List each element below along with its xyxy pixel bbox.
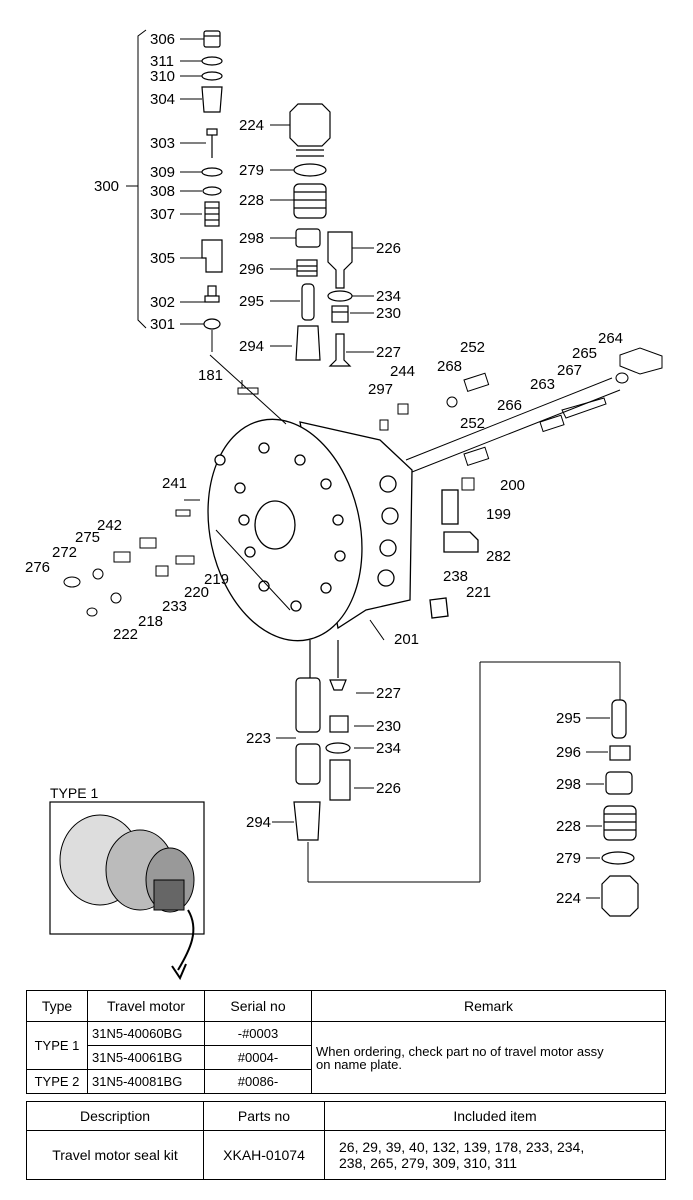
callout-224-right: 224 — [556, 890, 581, 907]
callout-230-bottom: 230 — [376, 718, 401, 735]
callout-252-lower: 252 — [460, 415, 485, 432]
callout-268: 268 — [437, 358, 462, 375]
serial-no-cell: #0004- — [204, 1045, 312, 1070]
callout-221: 221 — [466, 584, 491, 601]
callout-181: 181 — [198, 367, 223, 384]
seal-kit-table: Description Parts no Included item Trave… — [26, 1101, 666, 1180]
type-table: Type Travel motor Serial no Remark TYPE … — [26, 990, 666, 1094]
included-item-header: Included item — [324, 1101, 666, 1131]
callout-302: 302 — [150, 294, 175, 311]
type1-caption: TYPE 1 — [50, 785, 98, 801]
callout-275: 275 — [75, 529, 100, 546]
included-item-cell: 26, 29, 39, 40, 132, 139, 178, 233, 234,… — [324, 1130, 666, 1180]
remark-header: Remark — [311, 990, 666, 1022]
serial-no-cell: -#0003 — [204, 1021, 312, 1046]
callout-224-top: 224 — [239, 117, 264, 134]
callout-282: 282 — [486, 548, 511, 565]
callout-296-top: 296 — [239, 261, 264, 278]
callout-228-top: 228 — [239, 192, 264, 209]
callout-311: 311 — [150, 53, 174, 70]
callout-252-upper: 252 — [460, 339, 485, 356]
callout-234-top: 234 — [376, 288, 401, 305]
callout-233: 233 — [162, 598, 187, 615]
callout-219: 219 — [204, 571, 229, 588]
callout-263: 263 — [530, 376, 555, 393]
callout-234-bottom: 234 — [376, 740, 401, 757]
callout-227-top: 227 — [376, 344, 401, 361]
exploded-parts-diagram: 306 311 310 304 303 309 308 307 305 302 … — [25, 29, 663, 981]
callout-218: 218 — [138, 613, 163, 630]
callout-300: 300 — [94, 178, 119, 195]
serial-no-header: Serial no — [204, 990, 312, 1022]
included-item-line: 238, 265, 279, 309, 310, 311 — [339, 1155, 518, 1171]
callout-272: 272 — [52, 544, 77, 561]
travel-motor-cell: 31N5-40061BG — [87, 1045, 205, 1070]
callout-298-top: 298 — [239, 230, 264, 247]
callout-242: 242 — [97, 517, 122, 534]
callout-220: 220 — [184, 584, 209, 601]
callout-295-right: 295 — [556, 710, 581, 727]
callout-241: 241 — [162, 475, 187, 492]
callout-267: 267 — [557, 362, 582, 379]
callout-279-top: 279 — [239, 162, 264, 179]
included-item-line: 26, 29, 39, 40, 132, 139, 178, 233, 234, — [339, 1139, 585, 1155]
callout-304: 304 — [150, 91, 175, 108]
callout-226-bottom: 226 — [376, 780, 401, 797]
callout-266: 266 — [497, 397, 522, 414]
callout-306: 306 — [150, 31, 175, 48]
callout-309: 309 — [150, 164, 175, 181]
type1-motor-picture — [59, 814, 195, 981]
remark-cell: When ordering, check part no of travel m… — [311, 1021, 666, 1094]
callout-305: 305 — [150, 250, 175, 267]
travel-motor-header: Travel motor — [87, 990, 205, 1022]
callout-276: 276 — [25, 559, 50, 576]
callout-294-bottom: 294 — [246, 814, 271, 831]
callout-310: 310 — [150, 68, 175, 85]
callout-298-right: 298 — [556, 776, 581, 793]
callout-244: 244 — [390, 363, 415, 380]
callout-303: 303 — [150, 135, 175, 152]
callout-200: 200 — [500, 477, 525, 494]
callout-264: 264 — [598, 330, 623, 347]
parts-no-cell: XKAH-01074 — [203, 1130, 325, 1180]
description-cell: Travel motor seal kit — [26, 1130, 204, 1180]
callout-307: 307 — [150, 206, 175, 223]
callout-222: 222 — [113, 626, 138, 643]
callout-223: 223 — [246, 730, 271, 747]
type-header: Type — [26, 990, 88, 1022]
callout-301: 301 — [150, 316, 175, 333]
callout-279-right: 279 — [556, 850, 581, 867]
callout-226-top: 226 — [376, 240, 401, 257]
callout-297: 297 — [368, 381, 393, 398]
callout-230-top: 230 — [376, 305, 401, 322]
callout-295-top: 295 — [239, 293, 264, 310]
type-cell: TYPE 2 — [26, 1069, 88, 1094]
type-cell: TYPE 1 — [26, 1021, 88, 1070]
description-header: Description — [26, 1101, 204, 1131]
remark-line: When ordering, check part no of travel m… — [316, 1043, 604, 1059]
travel-motor-cell: 31N5-40060BG — [87, 1021, 205, 1046]
callout-201: 201 — [394, 631, 419, 648]
callout-238: 238 — [443, 568, 468, 585]
remark-line: on name plate. — [316, 1056, 403, 1072]
callout-294-top: 294 — [239, 338, 264, 355]
serial-no-cell: #0086- — [204, 1069, 312, 1094]
callout-227-bottom: 227 — [376, 685, 401, 702]
callout-308: 308 — [150, 183, 175, 200]
callout-228-right: 228 — [556, 818, 581, 835]
parts-no-header: Parts no — [203, 1101, 325, 1131]
callout-296-right: 296 — [556, 744, 581, 761]
callout-265: 265 — [572, 345, 597, 362]
travel-motor-cell: 31N5-40081BG — [87, 1069, 205, 1094]
callout-199: 199 — [486, 506, 511, 523]
